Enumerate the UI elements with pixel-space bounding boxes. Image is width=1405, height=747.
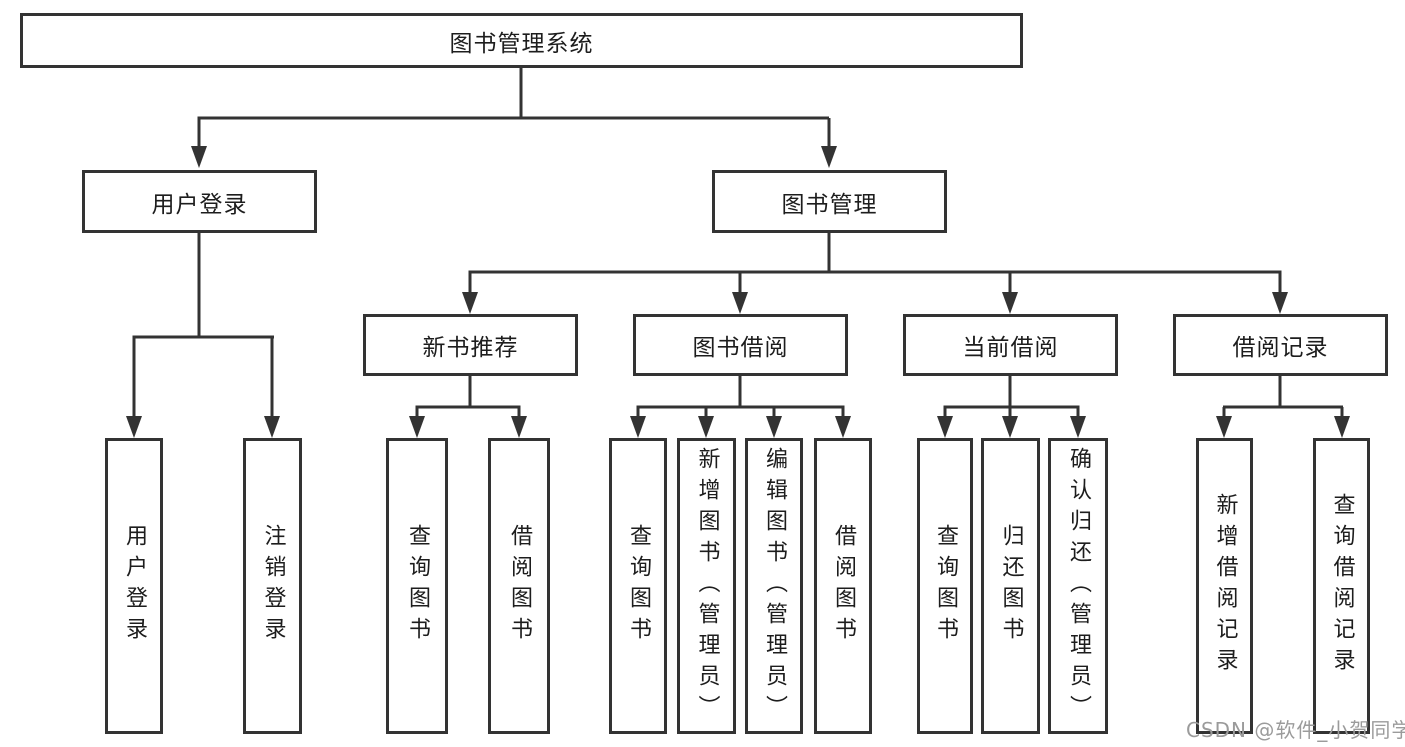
leaf-borrowing-query-books: 查询图书 [609,438,667,734]
node-book-borrowing: 图书借阅 [633,314,848,376]
leaf-user-login: 用户登录 [105,438,163,734]
leaf-edit-books-admin: 编辑图书（管理员） [745,438,803,734]
leaf-query-borrow-record: 查询借阅记录 [1313,438,1370,734]
leaf-logout: 注销登录 [243,438,302,734]
node-user-login: 用户登录 [82,170,317,233]
leaf-confirm-return-admin: 确认归还（管理员） [1048,438,1108,734]
leaf-add-books-admin: 新增图书（管理员） [677,438,736,734]
leaf-add-borrow-record: 新增借阅记录 [1196,438,1253,734]
leaf-current-query-books: 查询图书 [917,438,973,734]
node-library-management-system: 图书管理系统 [20,13,1023,68]
leaf-return-books: 归还图书 [981,438,1040,734]
leaf-recommend-query-books: 查询图书 [386,438,448,734]
node-book-management: 图书管理 [712,170,947,233]
leaf-borrowing-borrow-books: 借阅图书 [814,438,872,734]
leaf-recommend-borrow-books: 借阅图书 [488,438,550,734]
node-new-book-recommendation: 新书推荐 [363,314,578,376]
node-current-borrowing: 当前借阅 [903,314,1118,376]
csdn-watermark: CSDN @软件_小贺同学 [1186,718,1405,742]
node-borrowing-records: 借阅记录 [1173,314,1388,376]
